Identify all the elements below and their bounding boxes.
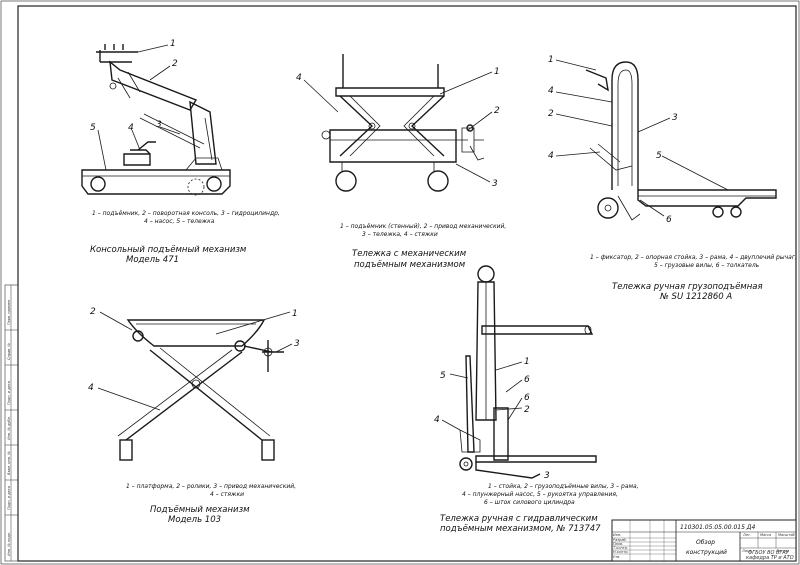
fig4-caption-line1: 1 – платформа, 2 – ролики, 3 – привод ме…: [126, 483, 296, 490]
fig3-callout-5: 5: [656, 151, 662, 161]
fig5-caption-line1: 1 – стойка, 2 – грузоподъёмные вилы, 3 –…: [488, 483, 639, 490]
figure-hydraulic-truck: 1 6 6 2 5 4 3 1 – стойка, 2 – грузоподъё…: [434, 265, 639, 534]
fig5-callout-4: 4: [434, 415, 440, 425]
fig2-callout-2: 2: [494, 106, 500, 116]
fig3-caption-line2: 5 – грузовые вилы, 6 – толкатель: [654, 262, 760, 269]
fig3-caption-line1: 1 – фиксатор, 2 – опорная стойка, 3 – ра…: [590, 254, 797, 261]
fig5-callout-1: 1: [524, 357, 530, 367]
fig1-callout-4: 4: [128, 123, 134, 133]
fig4-caption-line2: 4 – стяжки: [210, 491, 244, 498]
strip-label-7: Инв. № подл.: [7, 532, 11, 556]
fig1-caption-line2: 4 – насос, 5 – тележка: [144, 218, 215, 225]
tb-role-4: Т.контр.: [613, 546, 628, 550]
fig1-caption-line1: 1 – подъёмник, 2 – поворотная консоль, 3…: [92, 210, 280, 217]
fig5-callout-3: 3: [544, 471, 550, 481]
fig5-caption-line3: 6 – шток силового цилиндра: [484, 499, 575, 506]
fig2-title-line2: подъёмным механизмом: [354, 260, 466, 270]
fig3-callout-6: 6: [666, 215, 672, 225]
organization-line1: ФГБОУ ВО ВГАУ: [748, 550, 790, 556]
fig3-callout-4: 4: [548, 86, 554, 96]
fig3-callout-3: 3: [672, 113, 678, 123]
fig5-title-line2: подъёмным механизмом, № 713747: [440, 524, 601, 534]
tb-header-mass: Масса: [760, 533, 771, 537]
fig5-callout-6: 6: [524, 375, 530, 385]
fig3-callout-1: 1: [548, 55, 554, 65]
tb-header-lit: Лит.: [742, 533, 751, 537]
fig1-title-line2: Модель 471: [126, 255, 179, 265]
fig3-title-line1: Тележка ручная грузоподъёмная: [612, 282, 763, 292]
fig5-callout-6b: 6: [524, 393, 530, 403]
tb-sheets: Листов: [775, 549, 789, 553]
tb-role-6: Утв.: [613, 555, 620, 559]
fig2-callout-3: 3: [492, 179, 498, 189]
strip-label-2: Справ. №: [7, 343, 11, 360]
drawing-title-line2: конструкций: [686, 549, 727, 556]
tb-role-1: Изм.: [613, 533, 621, 537]
fig1-title-line1: Консольный подъёмный механизм: [90, 245, 247, 255]
tb-role-2: Разраб.: [613, 538, 627, 542]
fig4-callout-4: 4: [88, 383, 94, 393]
fig3-callout-4b: 4: [548, 151, 554, 161]
strip-label-1: Перв. примен.: [7, 299, 11, 325]
fig1-callout-2: 2: [172, 59, 178, 69]
fig1-callout-3: 3: [156, 120, 162, 130]
strip-label-6: Подп. и дата: [7, 486, 11, 510]
title-block: Изм. Разраб. Пров. Т.контр. Н.контр. Утв…: [611, 519, 797, 562]
left-strip: Перв. примен. Справ. № Подп. и дата Инв.…: [4, 284, 19, 562]
fig4-title-line2: Модель 103: [168, 515, 221, 525]
fig1-callout-5: 5: [90, 123, 96, 133]
fig2-caption-line2: 3 – тележка, 4 – стяжки: [362, 231, 438, 238]
fig5-callout-5: 5: [440, 371, 446, 381]
figure-mechanical-cart: 1 2 3 4 1 – подъёмник (стенный), 2 – при…: [296, 54, 506, 270]
tb-role-3: Пров.: [613, 542, 623, 546]
fig4-callout-2: 2: [90, 307, 96, 317]
fig2-title-line1: Тележка с механическим: [352, 249, 467, 259]
fig5-callout-2: 2: [524, 405, 530, 415]
figure-hand-truck: 1 2 3 4 4 5 6 1 – фиксатор, 2 – опорная …: [548, 55, 797, 302]
sheet-inner-frame: [17, 5, 797, 562]
fig4-title-line1: Подъёмный механизм: [150, 505, 250, 515]
strip-label-4: Инв. № дубл.: [7, 416, 11, 440]
fig3-callout-2: 2: [548, 109, 554, 119]
fig2-callout-4: 4: [296, 73, 302, 83]
fig4-callout-1: 1: [292, 309, 298, 319]
tb-sheet: Лист: [741, 549, 752, 553]
fig5-title-line1: Тележка ручная с гидравлическим: [440, 514, 598, 524]
fig3-title-line2: № SU 1212860 А: [659, 292, 732, 302]
fig4-callout-3: 3: [294, 339, 300, 349]
fig2-callout-1: 1: [494, 67, 500, 77]
fig5-caption-line2: 4 – плунжерный насос, 5 – рукоятка управ…: [462, 491, 618, 498]
figure-scissor-lift: 1 2 3 4 1 – платформа, 2 – ролики, 3 – п…: [88, 307, 300, 525]
drawing-title-line1: Обзор: [696, 539, 715, 546]
tb-header-scale: Масштаб: [778, 533, 795, 537]
organization-line2: кафедра ТР и АТО: [746, 555, 794, 561]
designation: 110301.05.05.00.015 Д4: [680, 524, 755, 531]
tb-role-5: Н.контр.: [613, 550, 629, 554]
strip-label-5: Взам. инв. №: [7, 451, 11, 475]
strip-label-3: Подп. и дата: [7, 381, 11, 405]
fig2-caption-line1: 1 – подъёмник (стенный), 2 – привод меха…: [340, 223, 506, 230]
figure-console-lift: 1 2 3 4 5 1 – подъёмник, 2 – поворотная …: [81, 39, 280, 265]
fig1-callout-1: 1: [170, 39, 176, 49]
